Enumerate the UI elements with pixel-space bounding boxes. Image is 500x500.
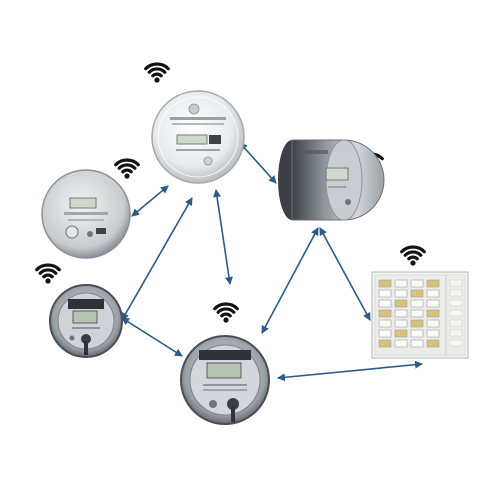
wifi-arc [42, 273, 54, 279]
wifi-arc [407, 255, 419, 261]
wifi-arc [213, 302, 239, 311]
wifi-arc [114, 158, 140, 167]
wifi-arc [216, 307, 236, 314]
wifi-icon [114, 158, 140, 179]
breaker-switch [394, 319, 408, 328]
wifi-icon [400, 245, 426, 266]
wifi-arc [38, 268, 58, 275]
breaker-switch [378, 319, 392, 328]
panel-label-slot [449, 339, 463, 347]
breaker-switch [426, 289, 440, 298]
meter-lcd [325, 167, 349, 181]
wifi-icon [213, 302, 239, 323]
panel-label-slot [449, 329, 463, 337]
breaker-switch [426, 329, 440, 338]
wifi-arc [121, 168, 133, 174]
breaker-switch [394, 279, 408, 288]
wifi-dot [154, 77, 160, 83]
meter-right-upper [278, 139, 385, 221]
breaker-switch [410, 339, 424, 348]
meter-lcd [69, 197, 97, 209]
breaker-switch [426, 309, 440, 318]
panel-label-slot [449, 279, 463, 287]
meter-bottom-center [180, 335, 270, 425]
breaker-switch [378, 299, 392, 308]
wifi-arc [151, 72, 163, 78]
link-arrow-meter-top-center-to-meter-right-upper [239, 142, 277, 184]
wifi-icon [35, 263, 61, 284]
wifi-arc [35, 263, 61, 272]
link-arrow-meter-right-upper-to-meter-bottom-center [261, 227, 319, 334]
breaker-switch [410, 299, 424, 308]
link-arrow-meter-top-center-to-meter-left-lower [121, 197, 193, 321]
breaker-switch [410, 319, 424, 328]
panel-label-slot [449, 309, 463, 317]
meter-lcd [72, 310, 98, 324]
wifi-arc [400, 245, 426, 254]
link-arrow-meter-left-lower-to-meter-bottom-center [121, 317, 183, 357]
wifi-icon [144, 62, 170, 83]
breaker-switch [378, 289, 392, 298]
links [121, 142, 423, 382]
breaker-switch [378, 279, 392, 288]
breaker-switch [394, 339, 408, 348]
meter-lcd [176, 134, 208, 145]
breaker-switch [394, 329, 408, 338]
wifi-dot [410, 260, 416, 266]
panel-label-slot [449, 299, 463, 307]
breaker-switch [410, 309, 424, 318]
breaker-switch [426, 339, 440, 348]
link-arrow-meter-top-center-to-meter-bottom-center [213, 189, 233, 285]
wifi-arc [403, 250, 423, 257]
panel-label-slot [449, 319, 463, 327]
breaker-panel [371, 271, 469, 359]
link-arrow-meter-top-center-to-meter-left-upper [131, 185, 169, 217]
breaker-switch [410, 289, 424, 298]
meter-lcd [206, 362, 242, 379]
meter-top-center [151, 90, 245, 184]
breaker-switch [426, 279, 440, 288]
wifi-dot [45, 278, 51, 284]
breaker-switch [378, 329, 392, 338]
meter-left-lower [49, 284, 123, 358]
breaker-switch [394, 289, 408, 298]
wifi-dot [124, 173, 130, 179]
wifi-arc [144, 62, 170, 71]
wifi-arc [220, 312, 232, 318]
link-arrow-meter-bottom-center-to-breaker-panel [277, 360, 423, 382]
breaker-switch [378, 309, 392, 318]
breaker-switch [378, 339, 392, 348]
breaker-switch [394, 299, 408, 308]
breaker-switch [410, 279, 424, 288]
meter-left-upper [41, 169, 131, 259]
link-arrow-meter-right-upper-to-breaker-panel [319, 227, 371, 321]
wifi-arc [147, 67, 167, 74]
breaker-switch [426, 319, 440, 328]
breaker-switch [394, 309, 408, 318]
panel-label-slot [449, 289, 463, 297]
wifi-dot [223, 317, 229, 323]
breaker-switch [426, 299, 440, 308]
wifi-arc [117, 163, 137, 170]
breaker-switch [410, 329, 424, 338]
